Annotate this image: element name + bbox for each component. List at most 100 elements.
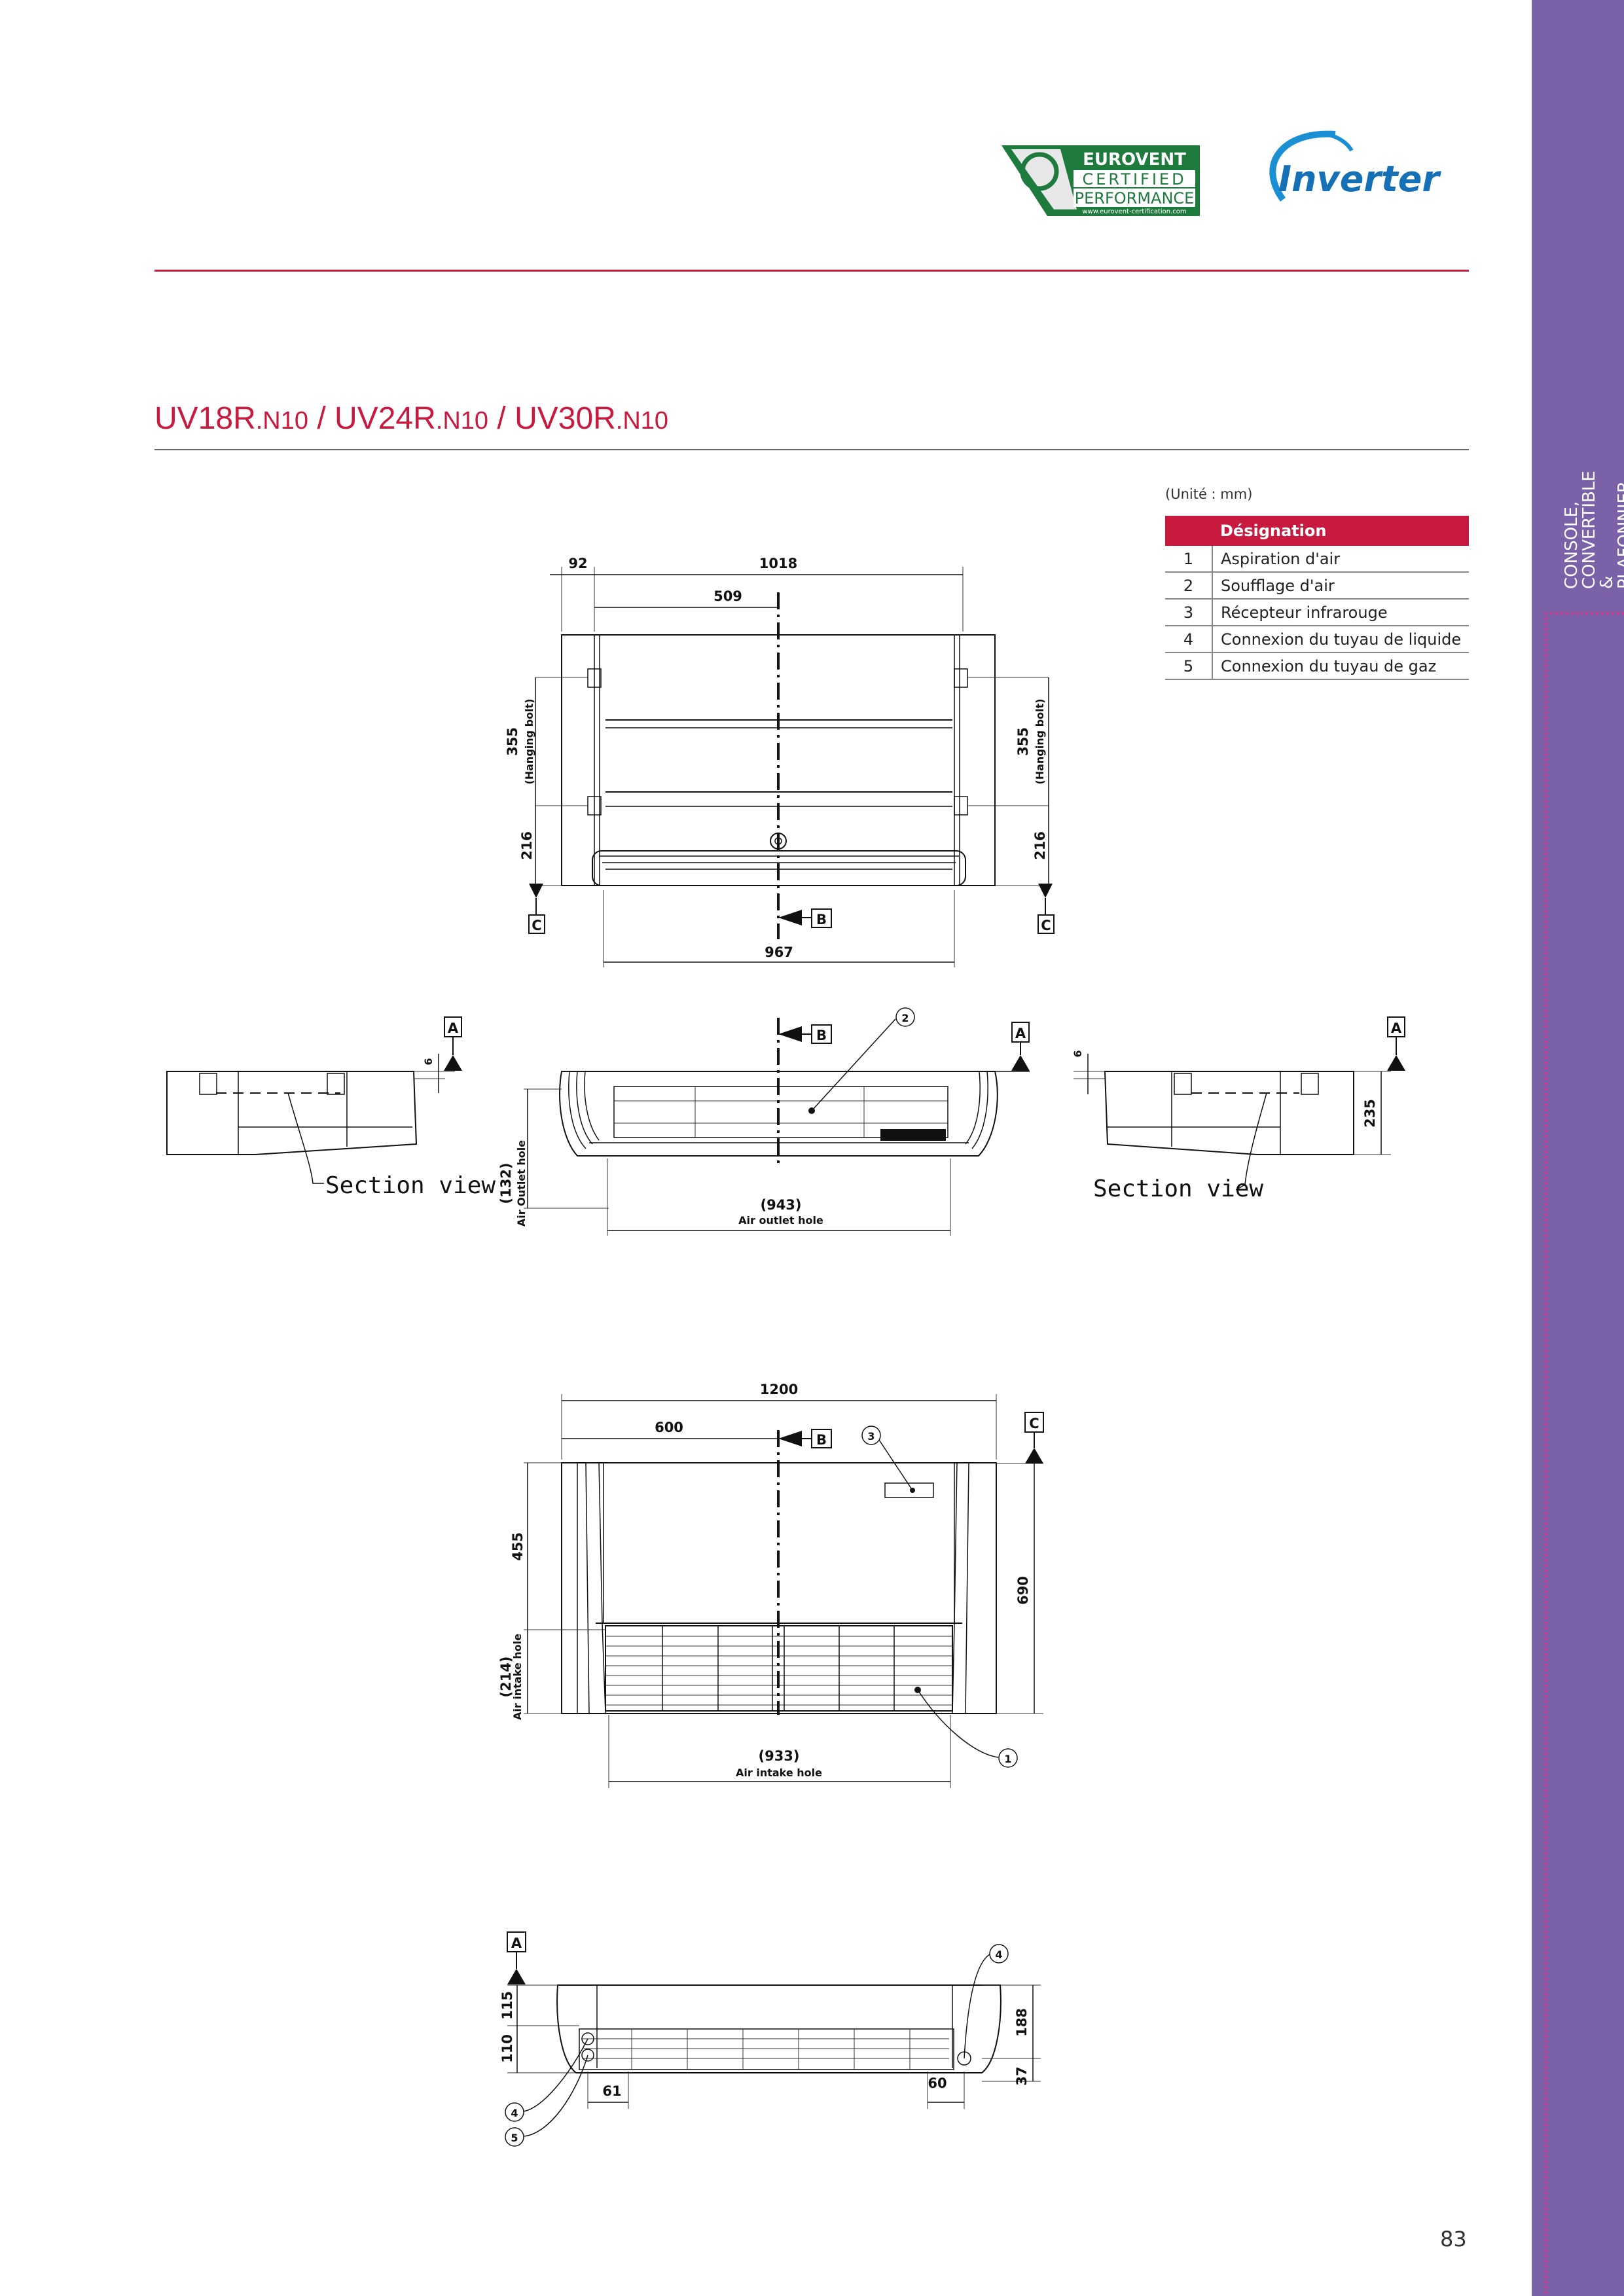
sidebar-dotted-line: [1545, 612, 1547, 2296]
dim-6-right: 6: [1072, 1050, 1084, 1057]
air-outlet-hole-label: Air outlet hole: [738, 1214, 823, 1227]
page-number: 83: [1440, 2227, 1467, 2251]
title-sep-2: /: [488, 401, 515, 436]
eurovent-line3: PERFORMANCE: [1075, 189, 1195, 207]
title-sep-1: /: [308, 401, 335, 436]
right-section-drawing: Section view 6 235 A: [1072, 1016, 1405, 1202]
dim-92: 92: [568, 556, 587, 571]
dim-1018: 1018: [759, 556, 797, 571]
title-model-1: UV18R: [154, 401, 256, 436]
dim-188: 188: [1014, 2008, 1030, 2037]
mark-c-bottom: C: [1029, 1416, 1039, 1431]
mark-a-side: A: [511, 1935, 522, 1951]
dim-214: (214): [498, 1656, 514, 1697]
dim-509: 509: [713, 588, 742, 604]
mark-b-bottom: B: [816, 1432, 827, 1448]
inverter-text: Inverter: [1278, 158, 1441, 200]
side-view-drawing: A 115 110 188 37 61 60 4 4 5: [499, 1931, 1041, 2147]
row-num: 1: [1165, 546, 1213, 573]
dim-6-left: 6: [422, 1058, 435, 1065]
hanging-bolt-right: (Hanging bolt): [1034, 698, 1046, 784]
dim-60: 60: [928, 2075, 947, 2091]
dim-216-left: 216: [519, 831, 535, 860]
title-model-3: UV30R: [514, 401, 616, 436]
air-outlet-label-v: Air Outlet hole: [515, 1140, 528, 1227]
callout-2: 2: [901, 1012, 909, 1024]
dim-37: 37: [1014, 2066, 1030, 2085]
dim-1200: 1200: [760, 1382, 798, 1397]
row-num: 4: [1165, 626, 1213, 653]
dim-967: 967: [765, 944, 793, 960]
dim-216-right: 216: [1032, 831, 1048, 860]
technical-drawing: EUROVENT CERTIFIED PERFORMANCE www.eurov…: [166, 130, 1441, 2147]
air-intake-hole-label: Air intake hole: [736, 1767, 822, 1779]
header-rule: [154, 270, 1469, 272]
callout-4-right: 4: [995, 1948, 1002, 1961]
callout-5: 5: [511, 2132, 518, 2144]
mark-a-left: A: [448, 1020, 459, 1036]
title-suffix-2: .N10: [435, 407, 489, 435]
dim-115: 115: [499, 1991, 515, 2020]
section-view-right: Section view: [1093, 1175, 1263, 1202]
row-label: Connexion du tuyau de liquide: [1212, 626, 1469, 653]
title-rule: [154, 449, 1469, 450]
sidebar-label-line2: CONVERTIBLE: [1579, 471, 1599, 589]
dim-933: (933): [758, 1748, 799, 1764]
sidebar-dotted-line-h: [1545, 612, 1624, 615]
mark-b-top: B: [816, 912, 827, 927]
row-label: Soufflage d'air: [1212, 572, 1469, 600]
row-num: 5: [1165, 653, 1213, 680]
dim-61: 61: [602, 2083, 621, 2099]
left-section-drawing: Section view 6 A: [166, 1016, 496, 1199]
unit-note: (Unité : mm): [1165, 486, 1253, 502]
inverter-logo: Inverter: [1269, 130, 1441, 202]
dim-110: 110: [499, 2034, 515, 2063]
row-label: Récepteur infrarouge: [1212, 599, 1469, 626]
mark-a-right: A: [1391, 1020, 1402, 1036]
hanging-bolt-left: (Hanging bolt): [523, 698, 535, 784]
dim-355-right: 355: [1015, 727, 1031, 756]
eurovent-url: www.eurovent-certification.com: [1082, 208, 1186, 215]
eurovent-line2: CERTIFIED: [1082, 170, 1186, 188]
table-header-label: Désignation: [1212, 516, 1469, 546]
section-view-left: Section view: [325, 1172, 496, 1199]
dim-455: 455: [510, 1532, 526, 1561]
row-label: Connexion du tuyau de gaz: [1212, 653, 1469, 680]
dim-235: 235: [1362, 1099, 1378, 1128]
mark-b-front: B: [816, 1028, 827, 1043]
air-intake-label-v: Air intake hole: [511, 1634, 524, 1720]
row-num: 3: [1165, 599, 1213, 626]
eurovent-line1: EUROVENT: [1083, 150, 1186, 170]
sidebar-label-line3: & PLAFONNIER: [1597, 480, 1624, 589]
bottom-view-drawing: 1200 600 B C 690 455 (214) Air intake ho…: [498, 1382, 1044, 1788]
mark-c-right: C: [1041, 918, 1051, 933]
row-label: Aspiration d'air: [1212, 546, 1469, 573]
top-view-drawing: 92 1018 509 355 (Hanging bolt) 216 355 (…: [505, 556, 1055, 967]
mark-c-left: C: [532, 918, 541, 933]
table-header-row: Désignation: [1165, 516, 1469, 546]
eurovent-logo: EUROVENT CERTIFIED PERFORMANCE www.eurov…: [1001, 145, 1200, 216]
callout-3: 3: [867, 1430, 875, 1443]
page-title: UV18R.N10 / UV24R.N10 / UV30R.N10: [154, 401, 668, 437]
dim-943: (943): [760, 1197, 801, 1213]
dim-690: 690: [1015, 1576, 1031, 1605]
row-num: 2: [1165, 572, 1213, 600]
callout-1: 1: [1004, 1753, 1011, 1765]
table-header-num: [1165, 516, 1212, 546]
front-view-drawing: B 2 A (132) Air Outlet hole (943) Air ou…: [498, 1007, 1030, 1236]
dim-355-left: 355: [505, 727, 520, 756]
dim-600: 600: [655, 1420, 683, 1435]
dim-132: (132): [498, 1162, 514, 1204]
sidebar-section-label: CONSOLE, CONVERTIBLE & PLAFONNIER: [1562, 465, 1624, 589]
title-model-2: UV24R: [334, 401, 436, 436]
sidebar-label-line1: CONSOLE,: [1562, 501, 1581, 589]
callout-4-left: 4: [511, 2107, 518, 2119]
title-suffix-1: .N10: [255, 407, 309, 435]
title-suffix-3: .N10: [615, 407, 669, 435]
